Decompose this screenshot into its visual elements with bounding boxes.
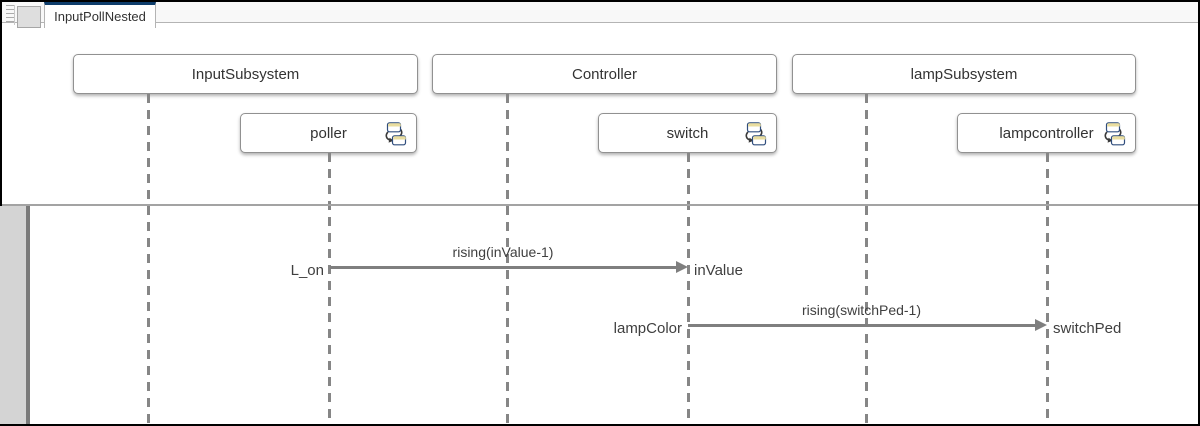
window-border-bottom (0, 424, 1200, 426)
lifeline-switch (687, 153, 690, 424)
message-source-port-label: lampColor (613, 320, 682, 337)
actor-box-controller[interactable]: Controller (432, 54, 777, 94)
actor-box-inputsubsystem[interactable]: InputSubsystem (73, 54, 418, 94)
message-arrowhead-icon (1035, 319, 1047, 331)
tab-bar (2, 2, 1198, 28)
lifeline-lampsubsystem (865, 94, 868, 424)
window-border-top (0, 0, 1200, 2)
time-ruler-gutter-edge[interactable] (26, 206, 30, 424)
window-border-left (0, 0, 2, 206)
tab-inputpollnested[interactable]: InputPollNested (44, 2, 156, 28)
actor-label: InputSubsystem (191, 65, 300, 83)
time-ruler-gutter (0, 206, 26, 424)
actor-box-switch[interactable]: switch (598, 113, 777, 153)
header-canvas-separator (0, 204, 1198, 206)
actor-label: Controller (571, 65, 638, 83)
model-instance-icon (385, 122, 407, 146)
actor-label: lampSubsystem (910, 65, 1018, 83)
message-arrow-rising-switchped[interactable] (688, 324, 1035, 327)
actor-box-poller[interactable]: poller (240, 113, 417, 153)
tab-label: InputPollNested (54, 9, 146, 24)
message-source-port-label: L_on (290, 262, 324, 279)
message-target-port-label: switchPed (1053, 320, 1122, 337)
lifeline-lampcontroller (1046, 153, 1049, 424)
model-instance-icon (745, 122, 767, 146)
panel-grip-icon[interactable] (6, 5, 15, 25)
lifeline-poller (328, 153, 331, 424)
blank-tab-button[interactable] (17, 6, 41, 28)
actor-label: switch (666, 124, 709, 142)
actor-label: lampcontroller (999, 124, 1094, 142)
message-event-label: rising(switchPed-1) (801, 302, 922, 318)
message-event-label: rising(inValue-1) (452, 244, 554, 260)
lifeline-controller (506, 94, 509, 424)
actor-box-lampsubsystem[interactable]: lampSubsystem (792, 54, 1136, 94)
message-arrowhead-icon (676, 261, 688, 273)
actor-label: poller (310, 124, 347, 142)
message-arrow-rising-invalue[interactable] (330, 266, 676, 269)
actor-box-lampcontroller[interactable]: lampcontroller (957, 113, 1136, 153)
lifeline-inputsubsystem (147, 94, 150, 424)
window-border-right (1198, 0, 1200, 426)
model-instance-icon (1104, 122, 1126, 146)
message-target-port-label: inValue (694, 262, 743, 279)
